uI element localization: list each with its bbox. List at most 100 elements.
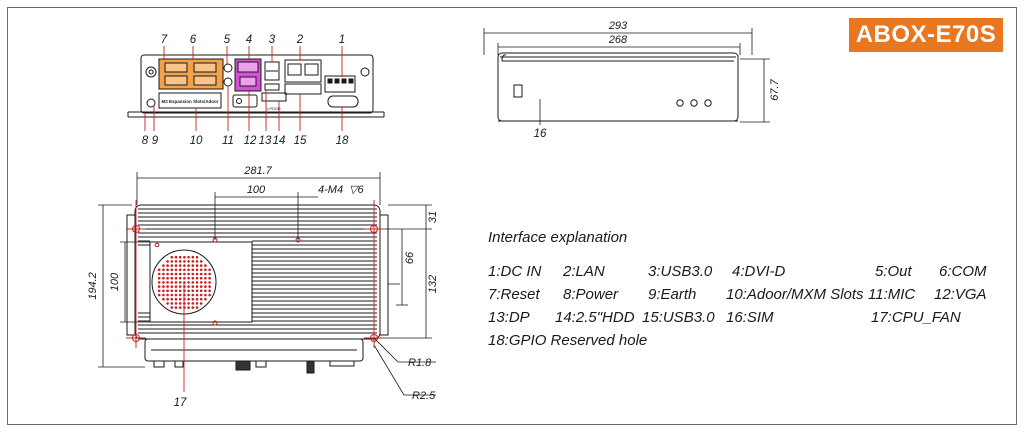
callout-12: 12: [244, 135, 257, 147]
fan-vent-hole: [178, 306, 182, 309]
fan-vent-hole: [191, 293, 195, 297]
callout-5: 5: [224, 34, 231, 46]
fan-vent-hole: [183, 264, 186, 267]
legend-item-adoor-mxm: 10:Adoor/MXM Slots: [726, 286, 864, 303]
fan-vent-hole: [178, 264, 182, 267]
fan-vent-hole: [204, 281, 207, 284]
fan-vent-hole: [208, 276, 211, 280]
fan-vent-hole: [191, 260, 195, 263]
fan-vent-hole: [170, 281, 174, 284]
callout-18: 18: [336, 135, 349, 147]
callout-14: 14: [273, 135, 286, 147]
fan-vent-hole: [170, 306, 174, 309]
fan-vent-hole: [183, 255, 186, 259]
fan-vent-hole: [195, 255, 199, 259]
fan-vent-hole: [174, 306, 178, 309]
fan-vent-hole: [204, 293, 207, 297]
dim-293: 293: [608, 20, 628, 32]
fan-vent-hole: [199, 302, 203, 305]
fan-vent-hole: [174, 276, 178, 280]
bottom-callout-labels: 8 9 10 11 12 13 14 15 18: [142, 135, 349, 147]
fan-vent-hole: [187, 293, 190, 297]
fan-vent-holes: [157, 255, 211, 309]
fan-vent-hole: [178, 302, 182, 305]
legend-item-com: 6:COM: [939, 263, 987, 280]
fan-vent-hole: [166, 276, 169, 280]
lpddr-label: LPDDR: [267, 106, 281, 111]
callout-13: 13: [259, 135, 272, 147]
fan-vent-hole: [170, 264, 174, 267]
fan-vent-hole: [195, 281, 199, 284]
fan-vent-hole: [187, 306, 190, 309]
legend-title: Interface explanation: [488, 229, 628, 246]
interface-legend: Interface explanation 1:DC IN 2:LAN 3:US…: [488, 229, 1008, 359]
side-view: [497, 52, 739, 122]
legend-item-reset: 7:Reset: [488, 286, 540, 303]
legend-item-mic: 11:MIC: [868, 286, 916, 303]
callout-8: 8: [142, 135, 149, 147]
expansion-slot-cover: [158, 92, 222, 109]
fan-vent-hole: [195, 293, 199, 297]
fan-vent-hole: [208, 272, 211, 276]
callout-4: 4: [246, 34, 252, 46]
audio-out-jack: [223, 63, 233, 73]
fan-vent-hole: [199, 281, 203, 284]
fan-vent-hole: [174, 293, 178, 297]
fan-vent-hole: [187, 268, 190, 272]
mic-jack: [223, 77, 233, 87]
fan-vent-hole: [162, 285, 165, 288]
callout-2: 2: [296, 34, 304, 46]
fan-vent-hole: [174, 289, 178, 293]
callout-17: 17: [174, 397, 187, 409]
fan-vent-hole: [183, 276, 186, 280]
legend-item-power: 8:Power: [563, 286, 619, 303]
fan-vent-hole: [208, 268, 211, 272]
fan-vent-hole: [174, 255, 178, 259]
fan-vent-hole: [178, 268, 182, 272]
callout-15: 15: [294, 135, 307, 147]
legend-item-hdd: 14:2.5"HDD: [555, 309, 635, 326]
fan-vent-hole: [183, 272, 186, 276]
fan-vent-hole: [195, 276, 199, 280]
fan-vent-hole: [191, 272, 195, 276]
dim-depth-symbol: ▽6: [349, 184, 364, 196]
callout-11: 11: [222, 135, 234, 147]
fan-vent-hole: [157, 281, 161, 284]
fan-vent-hole: [191, 268, 195, 272]
legend-item-out: 5:Out: [875, 263, 912, 280]
fan-vent-hole: [166, 268, 169, 272]
top-dimension-lines: [98, 172, 436, 396]
callout-leaders: [126, 46, 384, 392]
lan-ports: [284, 59, 322, 83]
fan-vent-hole: [162, 293, 165, 297]
dim-r2-5: R2.5: [412, 390, 436, 402]
fan-vent-hole: [191, 297, 195, 301]
fan-vent-hole: [162, 297, 165, 301]
fan-vent-hole: [174, 264, 178, 267]
fan-vent-hole: [204, 268, 207, 272]
fan-vent-hole: [170, 255, 174, 259]
fan-vent-hole: [204, 285, 207, 288]
fan-vent-hole: [170, 285, 174, 288]
legend-item-sim: 16:SIM: [726, 309, 774, 326]
dim-67-7: 67.7: [769, 78, 781, 100]
fan-vent-hole: [208, 293, 211, 297]
fan-vent-hole: [170, 260, 174, 263]
fan-vent-hole: [166, 285, 169, 288]
fan-vent-hole: [191, 306, 195, 309]
fan-vent-hole: [195, 264, 199, 267]
fan-vent-hole: [170, 302, 174, 305]
dim-31: 31: [427, 211, 439, 223]
fan-vent-hole: [162, 272, 165, 276]
fan-vent-hole: [162, 264, 165, 267]
fan-vent-hole: [166, 297, 169, 301]
fan-vent-hole: [170, 289, 174, 293]
fan-vent-hole: [174, 285, 178, 288]
gpio-reserved-hole: [327, 95, 359, 108]
fan-vent-hole: [174, 272, 178, 276]
fan-vent-hole: [178, 281, 182, 284]
fan-vent-hole: [178, 260, 182, 263]
fan-vent-hole: [178, 285, 182, 288]
fan-vent-hole: [191, 289, 195, 293]
fan-vent-hole: [195, 297, 199, 301]
